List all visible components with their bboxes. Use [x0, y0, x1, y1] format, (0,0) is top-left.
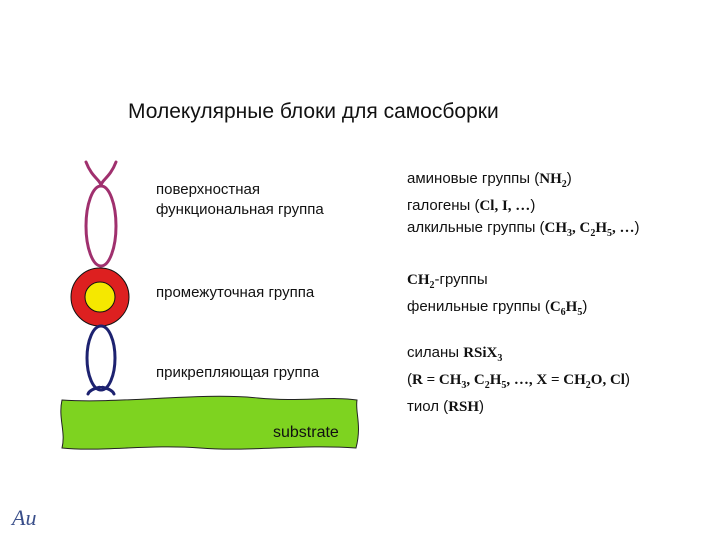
- label-line: прикрепляющая группа: [156, 364, 320, 381]
- functional-group-examples: аминовые группы (NH2) галогены (Cl, I, ……: [407, 168, 640, 244]
- desc-line: галогены (Cl, I, …): [407, 197, 536, 214]
- desc-line: фенильные группы (C6H5): [407, 298, 588, 318]
- functional-group-shape: [84, 160, 118, 268]
- anchor-group-label: прикрепляющая группа: [156, 363, 319, 383]
- au-logo: Au: [12, 505, 37, 530]
- desc-line: аминовые группы (NH2): [407, 170, 572, 190]
- intermediate-group-core: [84, 281, 116, 313]
- desc-line: тиол (RSH): [407, 398, 485, 415]
- desc-line: CH2-группы: [407, 271, 488, 291]
- anchor-group-examples: силаны RSiX3 (R = CH3, C2H5, …, X = CH2O…: [407, 342, 630, 418]
- substrate-block: [60, 395, 359, 450]
- desc-line: силаны RSiX3: [407, 344, 503, 364]
- label-line: промежуточная группа: [156, 284, 315, 301]
- intermediate-group-examples: CH2-группы фенильные группы (C6H5): [407, 269, 587, 323]
- substrate-label: substrate: [273, 424, 339, 441]
- desc-line: алкильные группы (CH3, C2H5, …): [407, 219, 640, 239]
- page-title: Молекулярные блоки для самосборки: [128, 100, 499, 123]
- functional-group-label: поверхностная функциональная группа: [156, 180, 324, 220]
- anchor-group-shape: [85, 324, 117, 396]
- desc-line: (R = CH3, C2H5, …, X = CH2O, Cl): [407, 371, 630, 391]
- intermediate-group-label: промежуточная группа: [156, 283, 314, 303]
- label-line: поверхностная: [156, 181, 261, 198]
- label-line: функциональная группа: [156, 201, 324, 218]
